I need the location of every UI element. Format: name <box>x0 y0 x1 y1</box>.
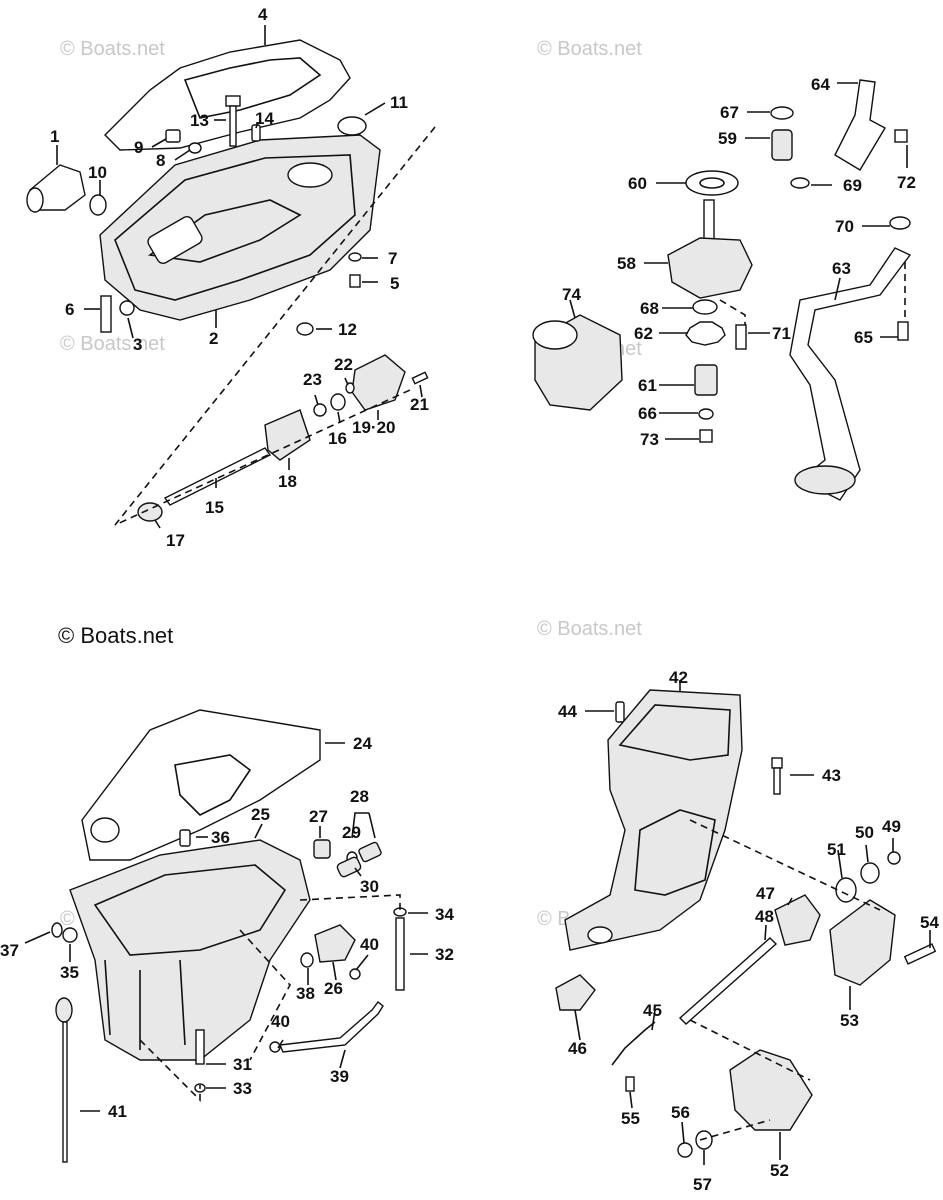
callout-45: 45 <box>643 1001 662 1020</box>
callout-2: 2 <box>209 329 218 348</box>
callout-44: 44 <box>558 702 577 721</box>
callout-17: 17 <box>166 531 185 550</box>
callout-66: 66 <box>638 404 657 423</box>
callout-59: 59 <box>718 129 737 148</box>
callout-31: 31 <box>233 1055 252 1074</box>
callout-74: 74 <box>562 285 581 304</box>
driveshaft-housing-assembly <box>555 680 937 1165</box>
callout-38: 38 <box>296 984 315 1003</box>
callout-23: 23 <box>303 370 322 389</box>
callout-26: 26 <box>324 979 343 998</box>
callout-62: 62 <box>634 324 653 343</box>
callout-35: 35 <box>60 963 79 982</box>
callout-21: 21 <box>410 395 429 414</box>
callout-7: 7 <box>388 249 397 268</box>
callout-52: 52 <box>770 1161 789 1180</box>
callout-18: 18 <box>278 472 297 491</box>
callout-68: 68 <box>640 299 659 318</box>
callout-39: 39 <box>330 1067 349 1086</box>
oil-pan-assembly <box>24 709 428 1163</box>
callout-4: 4 <box>258 5 268 24</box>
callout-13: 13 <box>190 111 209 130</box>
callout-8: 8 <box>156 151 165 170</box>
quadrant-1-labels: 4 1 10 11 13 14 9 8 6 3 2 7 5 12 23 22 1… <box>50 5 429 550</box>
callout-58: 58 <box>617 254 636 273</box>
callout-55: 55 <box>621 1109 640 1128</box>
upper-case-assembly <box>26 25 436 529</box>
callout-63: 63 <box>832 259 851 278</box>
callout-3: 3 <box>133 335 142 354</box>
watermark-dark: © Boats.net <box>58 623 173 648</box>
watermark: © Boats.net <box>60 333 165 355</box>
watermark: © Boats.net <box>537 38 642 60</box>
callout-25: 25 <box>251 805 270 824</box>
callout-51: 51 <box>827 840 846 859</box>
callout-30: 30 <box>360 877 379 896</box>
callout-15: 15 <box>205 498 224 517</box>
oil-pump-assembly <box>532 79 912 501</box>
callout-61: 61 <box>638 376 657 395</box>
callout-32: 32 <box>435 945 454 964</box>
callout-40: 40 <box>271 1012 290 1031</box>
callout-42: 42 <box>669 668 688 687</box>
callout-6: 6 <box>65 300 74 319</box>
callout-50: 50 <box>855 823 874 842</box>
callout-53: 53 <box>840 1011 859 1030</box>
callout-57: 57 <box>693 1175 712 1194</box>
watermark: © Boats.net <box>537 618 642 640</box>
callout-34: 34 <box>435 905 454 924</box>
callout-22: 22 <box>334 355 353 374</box>
callout-60: 60 <box>628 174 647 193</box>
quadrant-3-labels: 24 28 25 27 36 29 30 34 32 37 35 40 26 3… <box>0 734 454 1121</box>
callout-5: 5 <box>390 274 399 293</box>
callout-12: 12 <box>338 320 357 339</box>
callout-11: 11 <box>390 93 408 112</box>
callout-19-20: 19·20 <box>352 418 395 437</box>
callout-29: 29 <box>342 823 361 842</box>
callout-43: 43 <box>822 766 841 785</box>
callout-49: 49 <box>882 817 901 836</box>
callout-65: 65 <box>854 328 873 347</box>
callout-33: 33 <box>233 1079 252 1098</box>
callout-46: 46 <box>568 1039 587 1058</box>
callout-24: 24 <box>353 734 372 753</box>
callout-36: 36 <box>211 828 230 847</box>
callout-1: 1 <box>50 127 59 146</box>
quadrant-4-labels: 42 44 43 51 50 49 47 48 54 45 53 46 55 5… <box>558 668 939 1194</box>
callout-41: 41 <box>108 1102 127 1121</box>
callout-64: 64 <box>811 75 830 94</box>
callout-73: 73 <box>640 430 659 449</box>
callout-37: 37 <box>0 941 19 960</box>
callout-72: 72 <box>897 173 916 192</box>
callout-10: 10 <box>88 163 107 182</box>
callout-70: 70 <box>835 217 854 236</box>
callout-69: 69 <box>843 176 862 195</box>
callout-27: 27 <box>309 807 328 826</box>
callout-14: 14 <box>255 109 274 128</box>
quadrant-2-labels: 64 67 59 60 69 72 70 58 63 74 68 62 71 6… <box>562 75 916 449</box>
callout-54: 54 <box>920 913 939 932</box>
callout-28: 28 <box>350 787 369 806</box>
callout-16: 16 <box>328 429 347 448</box>
callout-71: 71 <box>772 324 791 343</box>
callout-56: 56 <box>671 1103 690 1122</box>
callout-40: 40 <box>360 935 379 954</box>
callout-47: 47 <box>756 884 775 903</box>
watermark: © Boats.net <box>60 38 165 60</box>
callout-48: 48 <box>755 907 774 926</box>
callout-9: 9 <box>134 138 143 157</box>
callout-67: 67 <box>720 103 739 122</box>
